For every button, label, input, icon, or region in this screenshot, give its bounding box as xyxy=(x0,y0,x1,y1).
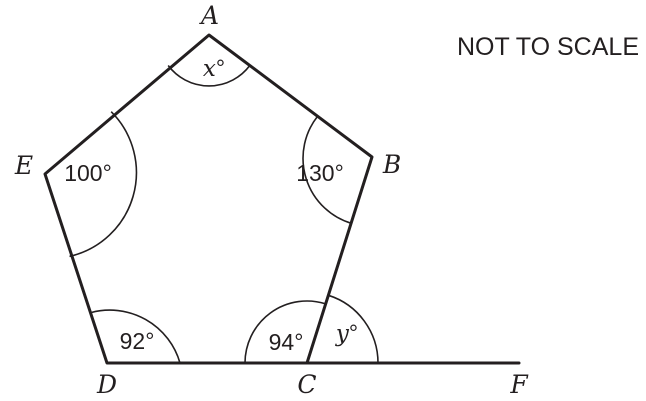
angle-label-d: 92° xyxy=(120,328,155,354)
pentagon-outline xyxy=(43,33,374,365)
vertex-label-a: A xyxy=(199,1,219,30)
angle-label-e: 100° xyxy=(64,160,112,186)
angle-c-degree: ° xyxy=(349,320,358,346)
angle-label-a: x° xyxy=(203,55,225,82)
angle-c-variable: y xyxy=(335,321,350,347)
vertex-label-d: D xyxy=(96,370,117,399)
angle-arc-d xyxy=(90,309,181,364)
vertex-label-c: C xyxy=(297,370,316,399)
vertex-label-f: F xyxy=(509,370,529,399)
angle-arc-b xyxy=(302,115,352,225)
angle-a-variable: x xyxy=(203,56,216,82)
not-to-scale-note: NOT TO SCALE xyxy=(457,33,639,61)
angle-label-c-interior: 94° xyxy=(269,329,304,355)
angle-arc-c-interior xyxy=(244,300,326,364)
angle-a-degree: ° xyxy=(216,55,225,81)
angle-arc-e xyxy=(69,111,138,258)
angle-arc-c-exterior xyxy=(328,294,379,364)
vertex-label-e: E xyxy=(14,151,33,180)
angle-arc-a xyxy=(167,65,251,87)
angle-label-b: 130° xyxy=(296,160,344,186)
angle-label-c-exterior: y° xyxy=(335,320,358,347)
vertex-label-b: B xyxy=(382,150,401,179)
